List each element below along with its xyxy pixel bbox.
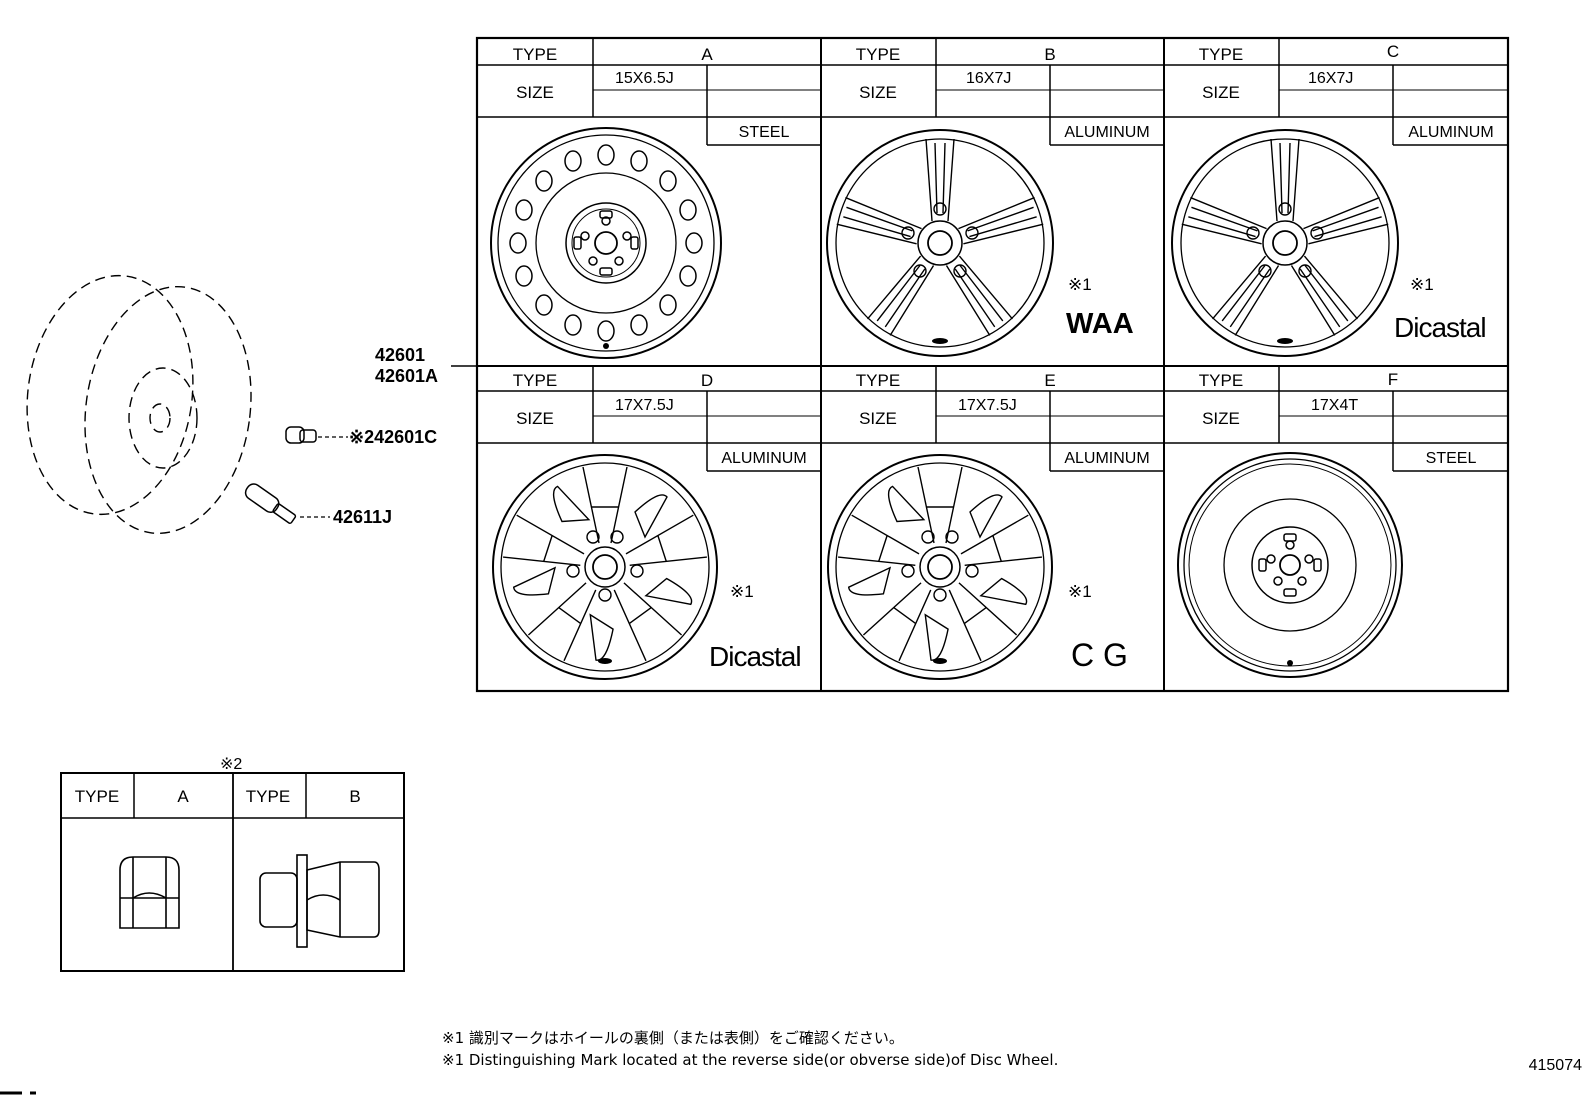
wheel-b-mark-note: ※1 — [1068, 275, 1092, 294]
wheel-d-type-label: TYPE — [513, 371, 557, 390]
footnote-japanese: ※1 識別マークはホイールの裏側（または表側）をご確認ください。 — [442, 1029, 904, 1047]
wheel-e-size: 17X7.5J — [958, 397, 1017, 414]
wheel-b-drawing — [826, 129, 1054, 357]
nut-table-note: ※2 — [220, 756, 242, 773]
wheel-e-drawing — [827, 454, 1053, 680]
wheel-d-maker-mark: Dicastal — [709, 641, 801, 672]
nut-a-type: A — [177, 787, 189, 806]
wheel-c-mark-note: ※1 — [1410, 275, 1434, 294]
wheel-f-size-label: SIZE — [1202, 409, 1240, 428]
wheel-a-size: 15X6.5J — [615, 70, 674, 87]
wheel-e-size-label: SIZE — [859, 409, 897, 428]
tire-illustration — [26, 274, 252, 535]
callout-wheel-alt: 42601A — [375, 366, 438, 386]
wheel-f-size: 17X4T — [1311, 397, 1358, 414]
wheel-f-material: STEEL — [1426, 450, 1477, 467]
wheel-d-size-label: SIZE — [516, 409, 554, 428]
wheel-b-size: 16X7J — [966, 70, 1011, 87]
wheel-table-grid — [475, 36, 1510, 693]
wheel-c-size: 16X7J — [1308, 70, 1353, 87]
wheel-d-type: D — [701, 371, 713, 390]
footnote-english: ※1 Distinguishing Mark located at the re… — [442, 1051, 1059, 1069]
wheel-d-mark-note: ※1 — [730, 582, 754, 601]
wheel-f-type-label: TYPE — [1199, 371, 1243, 390]
hub-nut-illustration — [285, 426, 317, 444]
wheel-b-maker-mark: WAA — [1066, 308, 1134, 340]
wheel-d-size: 17X7.5J — [615, 397, 674, 414]
wheel-c-size-label: SIZE — [1202, 83, 1240, 102]
callout-wheel-main: 42601 — [375, 345, 425, 365]
callout-hub-nut: ※242601C — [349, 427, 437, 447]
wheel-a-type: A — [701, 45, 713, 64]
wheel-c-type: C — [1387, 42, 1399, 61]
wheel-a-type-label: TYPE — [513, 45, 557, 64]
nut-b-type: B — [349, 787, 360, 806]
nut-b-type-label: TYPE — [246, 787, 290, 806]
nut-a-drawing — [119, 856, 180, 929]
wheel-c-type-label: TYPE — [1199, 45, 1243, 64]
wheel-b-type-label: TYPE — [856, 45, 900, 64]
wheel-a-drawing — [490, 127, 722, 359]
wheel-d-drawing — [492, 454, 718, 680]
nut-b-drawing — [259, 854, 380, 948]
wheel-e-type: E — [1044, 371, 1055, 390]
wheel-f-type: F — [1388, 370, 1398, 389]
wheel-a-size-label: SIZE — [516, 83, 554, 102]
wheel-f-drawing — [1177, 452, 1403, 678]
diagram-number: 415074 — [1528, 1057, 1582, 1074]
wheel-e-material: ALUMINUM — [1064, 450, 1149, 467]
wheel-e-maker-mark: C G — [1071, 637, 1128, 673]
wheel-e-type-label: TYPE — [856, 371, 900, 390]
valve-stem-illustration — [244, 483, 297, 524]
nut-a-type-label: TYPE — [75, 787, 119, 806]
wheel-b-type: B — [1044, 45, 1055, 64]
wheel-e-mark-note: ※1 — [1068, 582, 1092, 601]
wheel-c-drawing — [1171, 129, 1399, 357]
wheel-c-maker-mark: Dicastal — [1394, 312, 1486, 343]
wheel-b-size-label: SIZE — [859, 83, 897, 102]
wheel-b-material: ALUMINUM — [1064, 124, 1149, 141]
wheel-a-material: STEEL — [739, 124, 790, 141]
callout-valve: 42611J — [333, 507, 392, 527]
wheel-d-material: ALUMINUM — [721, 450, 806, 467]
wheel-c-material: ALUMINUM — [1408, 124, 1493, 141]
nut-table-grid — [60, 772, 405, 972]
